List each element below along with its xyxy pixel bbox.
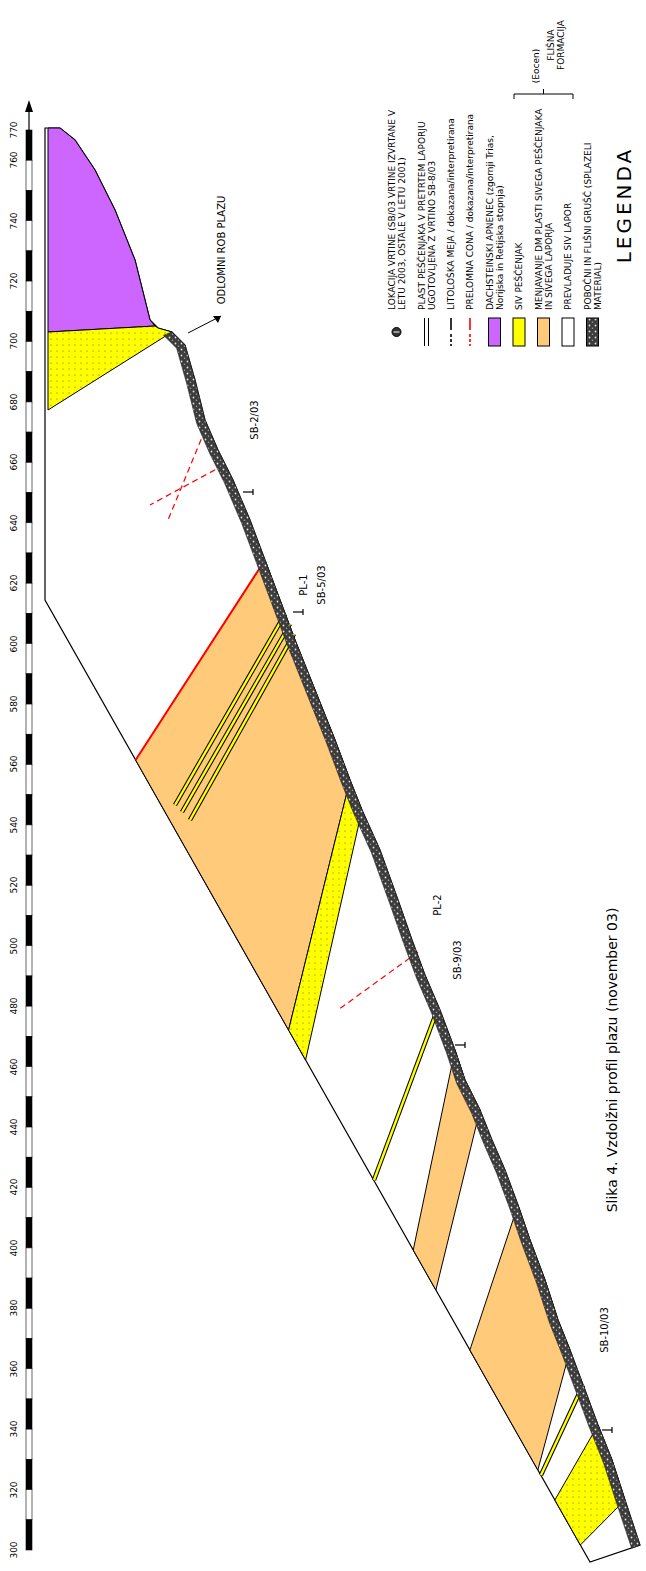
legend-bracket-stem [543, 89, 544, 94]
elevation-number: 680 [9, 393, 19, 410]
legend-swatch [538, 318, 550, 346]
sandstone-band [289, 780, 362, 1060]
age-label: (Eocen) [530, 49, 540, 83]
elevation-number: 340 [9, 1421, 19, 1438]
elevation-number: 540 [9, 816, 19, 833]
elevation-number: 740 [9, 212, 19, 229]
sandstone-layer [190, 634, 294, 820]
elevation-number: 580 [9, 695, 19, 712]
legend-swatch [562, 318, 574, 346]
sandstone-area [48, 326, 172, 410]
scarp-label: ODLOMNI ROB PLAZU [216, 196, 228, 305]
legend-text: LOKACIJA VRTINE (SB/03 VRTINE IZVRTANE V… [386, 100, 407, 310]
elevation-number: 770 [9, 121, 19, 138]
sandstone-layer [175, 614, 285, 805]
borehole-mark [602, 1427, 612, 1433]
fault-interpreted [150, 465, 224, 505]
legend-sample [450, 318, 452, 330]
legend-swatch [513, 318, 525, 346]
elevation-number: 660 [9, 454, 19, 471]
legend-text: PLAST PEŠČENJAKA V PRETRTEM LAPORJU UGOT… [416, 100, 437, 310]
legend-sample [428, 318, 429, 346]
elevation-number: 640 [9, 514, 19, 531]
legend-samples [392, 318, 599, 346]
formation-label: FLIŠNA FORMACIJA [545, 8, 566, 83]
elevation-number: 500 [9, 937, 19, 954]
elevation-number: 600 [9, 635, 19, 652]
legend-sample [392, 328, 401, 337]
borehole-label: SB-9/03 [452, 940, 464, 979]
borehole-label: SB-2/03 [249, 400, 261, 439]
elevation-number: 560 [9, 756, 19, 773]
elevation-number: 400 [9, 1239, 19, 1256]
legend-text: MENJAVANJE DM PLASTI SIVEGA PEŠČENJAKA I… [533, 100, 554, 310]
borehole-label: SB-5/03 [316, 565, 328, 604]
elevation-number: 320 [9, 1481, 19, 1498]
elevation-number: 720 [9, 272, 19, 289]
legend-text: PREVLADUJE SIV LAPOR [563, 100, 573, 310]
elevation-number: 460 [9, 1058, 19, 1075]
flysch-band [413, 1050, 480, 1290]
legend-bracket [514, 94, 573, 99]
fault-proven [136, 560, 265, 760]
legend-title: LEGENDA [613, 147, 636, 264]
elevation-axis [25, 100, 33, 1550]
elevation-number: 380 [9, 1300, 19, 1317]
legend-text: LITOLOŠKA MEJA / dokazana/interpretirana [446, 100, 456, 310]
figure-caption: Slika 4. Vzdolžni profil plazu (november… [604, 908, 620, 1213]
elevation-number: 760 [9, 152, 19, 169]
fault-interpreted [168, 430, 205, 520]
fault-interpreted [338, 952, 418, 1010]
legend-sample [469, 318, 471, 330]
borehole-mark [455, 1042, 465, 1048]
legend-text: POBOČNI IN FLIŠNI GRUŠČ (SPLAZELI MATERI… [582, 100, 603, 310]
section-label: PL-1 [298, 574, 310, 595]
legend-sample [469, 334, 471, 346]
elevation-number: 300 [9, 1541, 19, 1558]
sandstone-layer-edge [541, 1385, 583, 1475]
legend-text: SIV PEŠČENJAK [514, 100, 524, 310]
cross-section [45, 128, 640, 1562]
legend-sample [587, 318, 599, 346]
elevation-number: 520 [9, 877, 19, 894]
borehole-label: SB-10/03 [599, 1307, 611, 1353]
legend-text: DACHSTEINSKI APNENEC (zgornji Trias, Nor… [484, 100, 505, 310]
leader-arrowhead [213, 316, 221, 323]
elevation-number: 360 [9, 1360, 19, 1377]
sandstone-layer-edge [374, 1008, 438, 1180]
borehole-mark [293, 609, 303, 615]
sandstone-layer-edge [182, 624, 290, 812]
sandstone-layer [541, 1385, 583, 1475]
elevation-number: 480 [9, 998, 19, 1015]
flysch-band [470, 1205, 570, 1470]
legend-sample [394, 332, 400, 333]
elevation-number: 700 [9, 333, 19, 350]
elevation-number: 620 [9, 575, 19, 592]
elevation-number: 420 [9, 1179, 19, 1196]
legend-sample [450, 334, 452, 346]
sandstone-layer-edge [175, 614, 285, 805]
elevation-number: 440 [9, 1118, 19, 1135]
legend-sample [424, 318, 425, 346]
leader-line [188, 316, 221, 333]
borehole-mark [243, 489, 253, 495]
section-label: PL-2 [432, 894, 444, 915]
colluvium-layer [164, 332, 640, 1548]
legend-text: PRELOMNA CONA / dokazana/interpretirana [465, 100, 475, 310]
sandstone-layer-edge [190, 634, 294, 820]
sandstone-layer [182, 624, 290, 812]
limestone-area [48, 128, 155, 332]
section-block [45, 128, 640, 1562]
legend-swatch [489, 318, 501, 346]
sandstone-layer [374, 1008, 438, 1180]
